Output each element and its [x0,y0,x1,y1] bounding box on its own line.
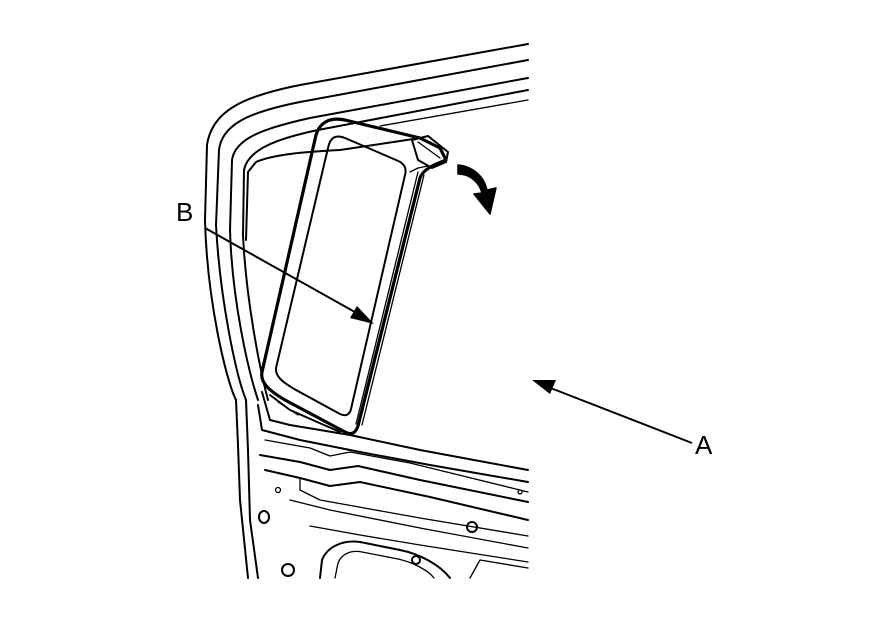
door-frame [204,43,529,579]
leader-line-a [532,380,693,444]
curved-arrow-icon [457,164,497,215]
callout-label-b: B [176,197,193,227]
callout-label-a: A [695,430,713,460]
leader-line-b [204,227,374,324]
glass-run-channel [260,117,449,436]
